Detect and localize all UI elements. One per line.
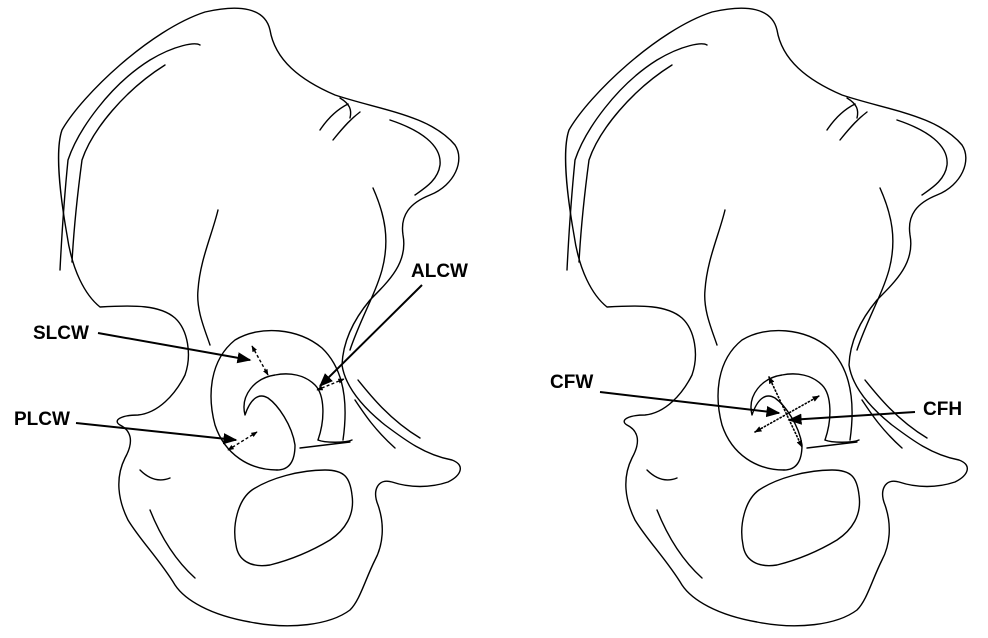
cfh-label: CFH	[923, 399, 962, 420]
left-panel: SLCW ALCW PLCW	[14, 8, 468, 626]
slcw-measure-line	[252, 346, 268, 375]
plcw-pointer-arrow	[76, 423, 236, 440]
plcw-measure-line	[228, 432, 257, 450]
cfw-pointer-arrow	[600, 392, 779, 413]
slcw-label: SLCW	[33, 323, 89, 344]
right-pelvis-outline	[566, 8, 968, 626]
left-pelvis-outline	[59, 8, 461, 626]
plcw-label: PLCW	[14, 409, 70, 430]
alcw-label: ALCW	[411, 261, 468, 282]
cfw-label: CFW	[550, 372, 593, 393]
right-panel: CFW CFH	[550, 8, 967, 626]
